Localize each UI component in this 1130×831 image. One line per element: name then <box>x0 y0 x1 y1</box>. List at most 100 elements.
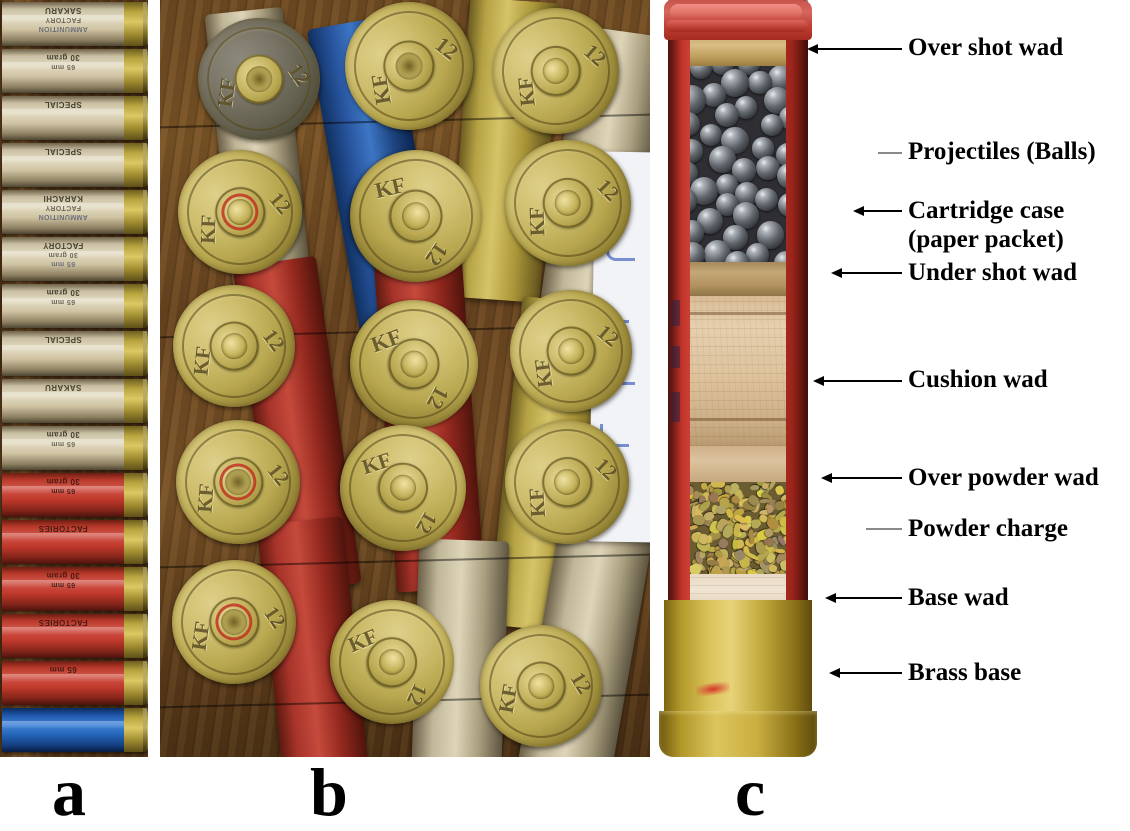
under-shot-wad-layer <box>690 262 786 296</box>
callout-label-cartridge-case: Cartridge case(paper packet) <box>908 196 1064 254</box>
callout-text-brass-base: Brass base <box>908 659 1022 686</box>
arrowhead-cartridge-case <box>853 206 864 216</box>
shell-highlight <box>2 579 126 588</box>
lead-shot-ball <box>777 192 786 218</box>
arrowhead-under-shot-wad <box>831 268 842 278</box>
shotgun-shell: SPECIAL <box>2 143 148 188</box>
lead-shot-ball <box>725 250 751 262</box>
arrowhead-brass-base <box>829 668 840 678</box>
case-shadow-right <box>792 0 808 640</box>
shell-paper-body <box>2 566 126 611</box>
lead-shot-ball <box>737 66 761 76</box>
callout-label-powder-charge: Powder charge <box>908 514 1068 543</box>
callout-text-base-wad: Base wad <box>908 584 1009 611</box>
lead-shot-ball <box>690 160 698 187</box>
case-print-mark-3 <box>671 392 680 422</box>
callout-text-projectiles: Projectiles (Balls) <box>908 138 1096 165</box>
powder-flake <box>767 505 773 514</box>
lead-shot-ball <box>776 162 786 190</box>
lead-shot-ball <box>774 251 786 262</box>
shell-brass-head <box>124 237 148 282</box>
leader-line-powder-charge <box>866 528 902 530</box>
powder-flake <box>774 485 786 496</box>
callout-text-cartridge-case-line2: (paper packet) <box>908 226 1064 253</box>
case-print-mark-2 <box>671 346 680 368</box>
panel-letter-b: b <box>310 754 348 830</box>
lead-shot-ball <box>768 66 786 92</box>
shell-highlight <box>2 391 126 400</box>
headstamp-maker: KF <box>188 344 216 377</box>
lead-shot-ball <box>748 70 772 95</box>
shell-highlight <box>2 62 126 71</box>
shell-highlight <box>2 627 126 635</box>
shell-highlight <box>2 156 126 165</box>
leader-line-brass-base <box>840 672 902 674</box>
shell-brass-head <box>124 96 148 141</box>
shell-brass-head <box>124 425 148 470</box>
sectioned-cartridge <box>659 0 817 757</box>
powder-charge-layer <box>690 482 786 574</box>
shell-paper-body <box>2 237 126 282</box>
shell-brass-head <box>124 566 148 611</box>
shell-brass-head <box>124 519 148 564</box>
shell-paper-body <box>2 331 126 376</box>
shell-brass-head <box>124 49 148 94</box>
shell-brass-head <box>124 284 148 329</box>
red-paint-smudge <box>695 680 731 698</box>
headstamp-maker: KF <box>493 681 523 715</box>
case-shadow-left <box>668 0 682 640</box>
headstamp-maker: KF <box>212 76 241 109</box>
callout-label-projectiles: Projectiles (Balls) <box>908 137 1096 166</box>
lead-shot-ball <box>690 66 713 79</box>
cartridge-case-tube <box>664 0 812 640</box>
shotgun-shell: SPECIAL <box>2 331 148 376</box>
shell-brass-head <box>124 2 148 47</box>
headstamp-maker: KF <box>186 619 215 652</box>
shotgun-shell: SPECIAL <box>2 96 148 141</box>
panel-letter-c: c <box>735 754 766 830</box>
base-rim <box>659 711 817 757</box>
callout-text-powder-charge: Powder charge <box>908 515 1068 542</box>
callout-text-cushion-wad: Cushion wad <box>908 366 1048 393</box>
shell-paper-body <box>2 707 126 752</box>
leader-line-over-powder-wad <box>832 477 902 479</box>
leader-line-cushion-wad <box>824 380 902 382</box>
projectiles-layer <box>690 66 786 262</box>
leader-line-over-shot-wad <box>818 48 902 50</box>
shotgun-shell: FACTORIES <box>2 519 148 564</box>
shell-brass-head <box>124 143 148 188</box>
callout-text-cartridge-case: Cartridge case <box>908 197 1065 224</box>
shell-paper-body <box>2 284 126 329</box>
lead-shot-ball <box>745 242 770 262</box>
shell-paper-body <box>2 2 126 47</box>
shell-highlight <box>2 532 126 541</box>
lead-shot-ball <box>690 112 701 137</box>
powder-flake <box>710 482 725 489</box>
callout-label-under-shot-wad: Under shot wad <box>908 258 1077 287</box>
powder-flake <box>768 563 778 572</box>
cushion-wad-layer <box>690 296 786 446</box>
callout-label-over-shot-wad: Over shot wad <box>908 33 1063 62</box>
shell-highlight <box>2 250 126 259</box>
lead-shot-ball <box>690 189 698 213</box>
callout-label-over-powder-wad: Over powder wad <box>908 463 1099 492</box>
shotgun-shell <box>2 707 148 753</box>
leader-line-projectiles <box>878 152 902 154</box>
shell-paper-body <box>2 49 126 94</box>
shotgun-shell: SAKARU <box>2 378 148 423</box>
shell-paper-body <box>2 96 126 141</box>
lead-shot-ball <box>708 146 736 174</box>
callout-label-cushion-wad: Cushion wad <box>908 365 1048 394</box>
lead-shot-ball <box>763 87 786 115</box>
lead-shot-ball <box>690 139 704 163</box>
shell-paper-body <box>2 190 126 235</box>
shell-highlight <box>2 438 126 447</box>
headstamp-maker: KF <box>524 207 550 238</box>
shotgun-shell: 65 mm <box>2 660 148 706</box>
shell-brass-head <box>124 707 148 753</box>
